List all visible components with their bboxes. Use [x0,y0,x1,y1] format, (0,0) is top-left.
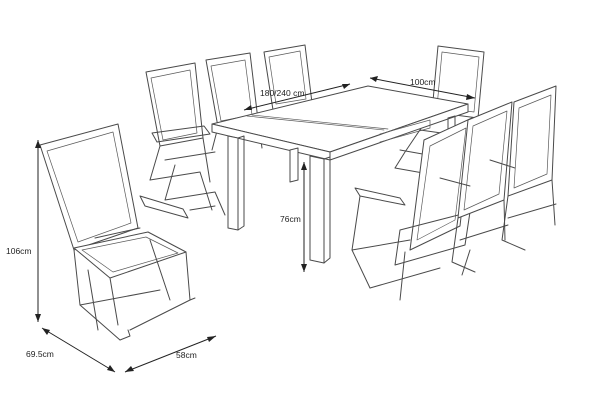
chair-height-label: 106cm [6,246,32,256]
right-chair-1 [351,117,473,301]
dimension-chair-width: 58cm [124,335,217,373]
chair-depth-label: 69.5cm [26,349,54,359]
dimension-table-length: 180/240 cm [243,83,351,111]
dimension-table-width: 100cm [369,76,476,100]
table-height-label: 76cm [280,214,301,224]
right-chair-2 [439,101,513,273]
chair-width-label: 58cm [176,350,197,360]
dimension-chair-height: 106cm [6,140,41,322]
right-chair-3 [489,85,557,251]
dimension-table-height: 76cm [280,162,307,272]
recliner-chair-front-left [39,123,196,341]
dimension-chair-depth: 69.5cm [26,327,116,373]
back-chair-1 [145,62,226,216]
extendable-table [211,85,469,264]
table-length-label: 180/240 cm [260,88,304,98]
table-width-label: 100cm [410,77,436,87]
